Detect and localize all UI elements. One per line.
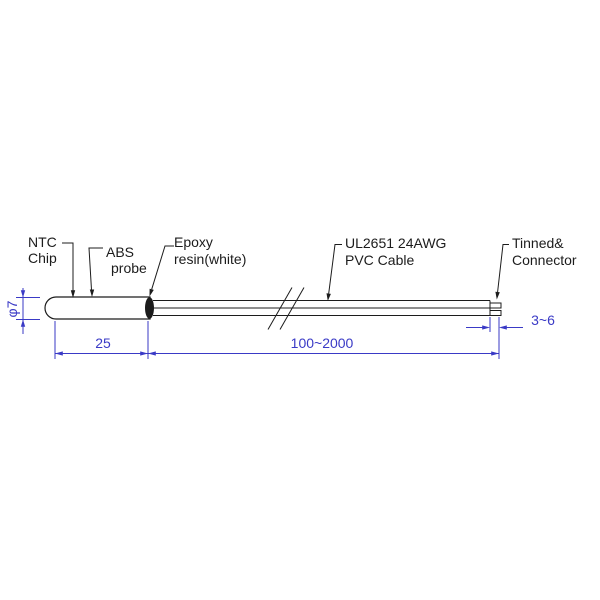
ink-linework [44,242,509,330]
break-slash-left [267,287,293,330]
dim-text-cable-length: 100~2000 [291,335,354,351]
labels: NTC Chip ABS probe Epoxy resin(white) UL… [28,234,577,276]
leader-epoxy-resin [151,245,174,290]
label-epoxy-line2: resin(white) [174,251,246,267]
dim-arrow-cable-left-icon [148,351,156,356]
dim-arrow-diameter-top-icon [20,290,26,298]
label-ntc-line2: Chip [28,250,57,266]
label-ntc-line1: NTC [28,234,57,250]
dim-arrow-cable-right-icon [491,351,499,356]
dim-text-probe-length: 25 [95,335,111,351]
dim-arrow-tip-left-icon [482,325,490,330]
dimension-texts: φ7 25 100~2000 3~6 [4,300,555,351]
dim-text-diameter: φ7 [4,300,20,317]
dim-text-tip-length: 3~6 [531,312,555,328]
tinned-tip-upper [489,302,502,309]
leader-arrow-epoxy-icon [149,288,154,297]
leader-tinned-connector [497,244,509,293]
label-abs-line2: probe [111,260,147,276]
leader-abs-probe [88,247,103,291]
label-abs-line1: ABS [106,244,134,260]
label-tinned-line1: Tinned& [512,235,564,251]
leader-arrow-abs-icon [89,289,95,297]
label-tinned-line2: Connector [512,252,577,268]
leader-arrow-cable-icon [326,293,331,301]
ink-fills [70,288,500,319]
leader-ntc-chip [62,242,74,292]
leader-arrow-tinned-icon [495,291,500,300]
dim-arrow-25-right-icon [140,351,148,356]
probe-body [44,296,151,320]
tinned-tip-lower [489,310,502,316]
label-cable-line2: PVC Cable [345,252,414,268]
leader-arrow-ntc-icon [70,290,76,298]
leader-pvc-cable [328,244,342,294]
label-cable-line1: UL2651 24AWG [345,235,446,251]
label-epoxy-line1: Epoxy [174,234,213,250]
dim-arrow-25-left-icon [55,351,63,356]
epoxy-seal [145,297,154,319]
dim-arrow-diameter-bottom-icon [20,319,26,327]
dim-arrow-tip-right-icon [499,325,507,330]
dimension-arrows [20,290,507,356]
break-slash-right [279,287,305,330]
